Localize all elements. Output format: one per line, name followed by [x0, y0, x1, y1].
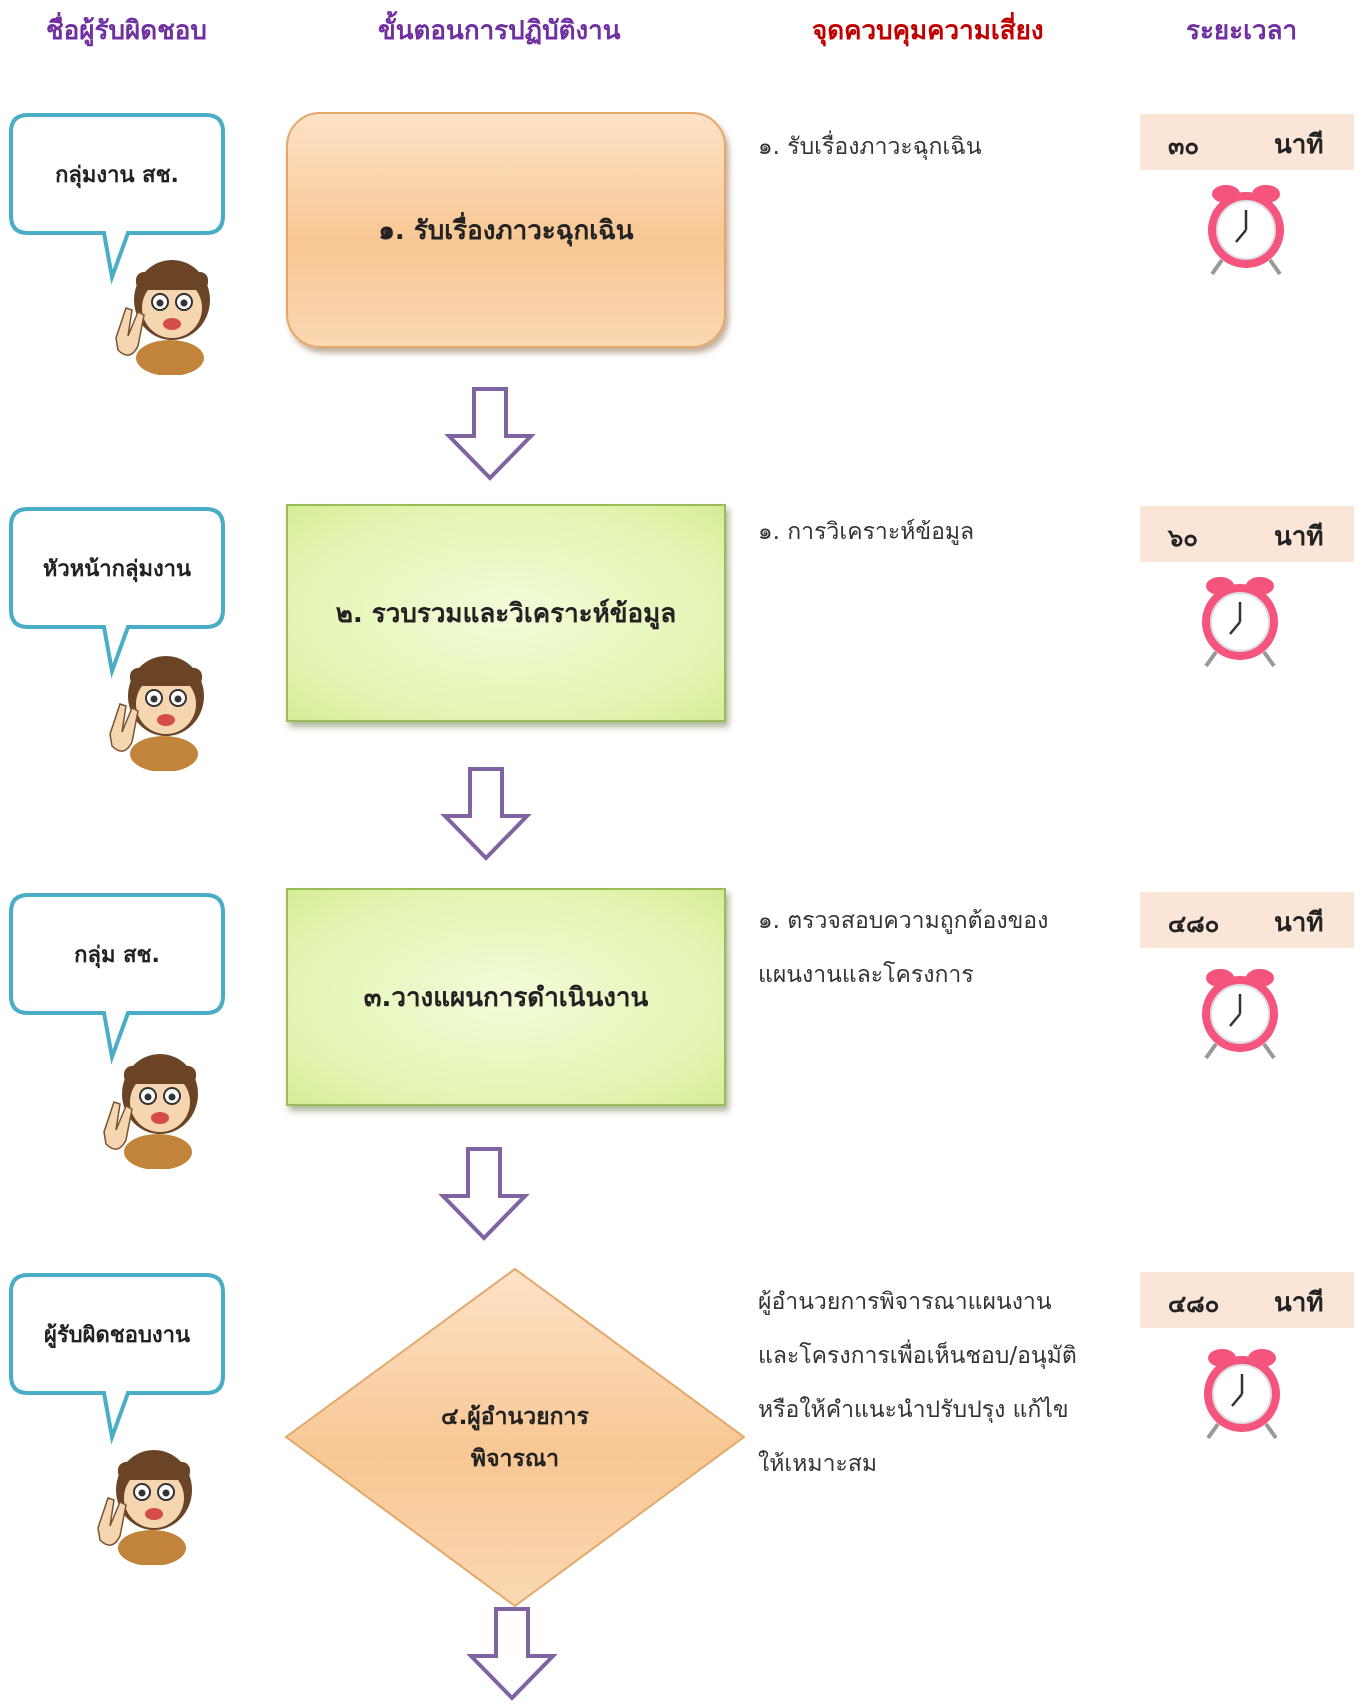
- risk-line: ๑. ตรวจสอบความถูกต้องของ: [758, 908, 1049, 934]
- step-label: ๒. รวบรวมและวิเคราะห์ข้อมูล: [335, 598, 677, 629]
- alarm-clock-icon: [1190, 964, 1290, 1060]
- header-duration: ระยะเวลา: [1186, 16, 1298, 46]
- time-box: ๖๐ นาที: [1140, 506, 1354, 562]
- speech-bubble: กลุ่มงาน สช.: [8, 112, 226, 285]
- speech-bubble-shape: [9, 113, 225, 285]
- time-unit: นาที: [1274, 130, 1324, 160]
- step-4-label: ๔.ผู้อำนวยการ พิจารณา: [282, 1265, 748, 1610]
- header-responsible: ชื่อผู้รับผิดชอบ: [46, 16, 207, 46]
- risk-line: ผู้อำนวยการพิจารณาแผนงาน: [758, 1289, 1052, 1315]
- speech-bubble: ผู้รับผิดชอบงาน: [8, 1272, 226, 1445]
- step-2-box: ๒. รวบรวมและวิเคราะห์ข้อมูล: [286, 504, 726, 722]
- step-label: ๑. รับเรื่องภาวะฉุกเฉิน: [378, 215, 634, 246]
- speech-bubble-shape: [9, 893, 225, 1065]
- risk-line: ๑. การวิเคราะห์ข้อมูล: [758, 519, 975, 545]
- down-arrow-icon: [464, 1606, 560, 1702]
- risk-line: ๑. รับเรื่องภาวะฉุกเฉิน: [758, 134, 982, 160]
- responsible-label: กลุ่มงาน สช.: [55, 162, 179, 188]
- speech-bubble: กลุ่ม สช.: [8, 892, 226, 1065]
- step-1-box: ๑. รับเรื่องภาวะฉุกเฉิน: [286, 112, 726, 348]
- header-risk-control: จุดควบคุมความเสี่ยง: [812, 16, 1044, 46]
- decision-diamond: [282, 1265, 748, 1610]
- header-procedure: ขั้นตอนการปฏิบัติงาน: [378, 16, 621, 46]
- down-arrow-icon: [442, 386, 538, 482]
- time-value: ๔๘๐: [1168, 910, 1220, 938]
- risk-line: หรือให้คำแนะนำปรับปรุง แก้ไข: [758, 1397, 1069, 1423]
- responsible-label: กลุ่ม สช.: [74, 942, 160, 968]
- time-box: ๔๘๐ นาที: [1140, 892, 1354, 948]
- risk-line: แผนงานและโครงการ: [758, 962, 974, 988]
- down-arrow-icon: [436, 1146, 532, 1242]
- down-arrow-icon: [438, 766, 534, 862]
- time-unit: นาที: [1274, 522, 1324, 552]
- time-box: ๔๘๐ นาที: [1140, 1272, 1354, 1328]
- risk-control-text: ๑. ตรวจสอบความถูกต้องของ แผนงานและโครงกา…: [758, 894, 1048, 1002]
- staff-character-icon: [108, 250, 218, 376]
- risk-line: และโครงการเพื่อเห็นชอบ/อนุมัติ: [758, 1343, 1077, 1369]
- time-value: ๔๘๐: [1168, 1290, 1220, 1318]
- time-unit: นาที: [1274, 1288, 1324, 1318]
- responsible-label: ผู้รับผิดชอบงาน: [43, 1322, 191, 1348]
- time-unit: นาที: [1274, 908, 1324, 938]
- step-label-line: ๔.ผู้อำนวยการ: [441, 1403, 589, 1430]
- time-box: ๓๐ นาที: [1140, 114, 1354, 170]
- alarm-clock-icon: [1190, 572, 1290, 668]
- risk-control-text: ๑. การวิเคราะห์ข้อมูล: [758, 505, 974, 559]
- speech-bubble-shape: [9, 507, 225, 679]
- staff-character-icon: [96, 1044, 206, 1170]
- speech-bubble-shape: [9, 1273, 225, 1445]
- step-3-box: ๓.วางแผนการดำเนินงาน: [286, 888, 726, 1106]
- step-label-line: พิจารณา: [470, 1445, 560, 1472]
- time-value: ๖๐: [1168, 524, 1198, 552]
- risk-control-text: ผู้อำนวยการพิจารณาแผนงาน และโครงการเพื่อ…: [758, 1275, 1077, 1491]
- staff-character-icon: [102, 646, 212, 772]
- time-value: ๓๐: [1168, 132, 1200, 160]
- staff-character-icon: [90, 1440, 200, 1566]
- responsible-label: หัวหน้ากลุ่มงาน: [42, 556, 192, 582]
- speech-bubble: หัวหน้ากลุ่มงาน: [8, 506, 226, 679]
- step-label: ๓.วางแผนการดำเนินงาน: [363, 982, 649, 1013]
- risk-control-text: ๑. รับเรื่องภาวะฉุกเฉิน: [758, 120, 982, 174]
- risk-line: ให้เหมาะสม: [758, 1451, 878, 1477]
- alarm-clock-icon: [1196, 180, 1296, 276]
- alarm-clock-icon: [1192, 1344, 1292, 1440]
